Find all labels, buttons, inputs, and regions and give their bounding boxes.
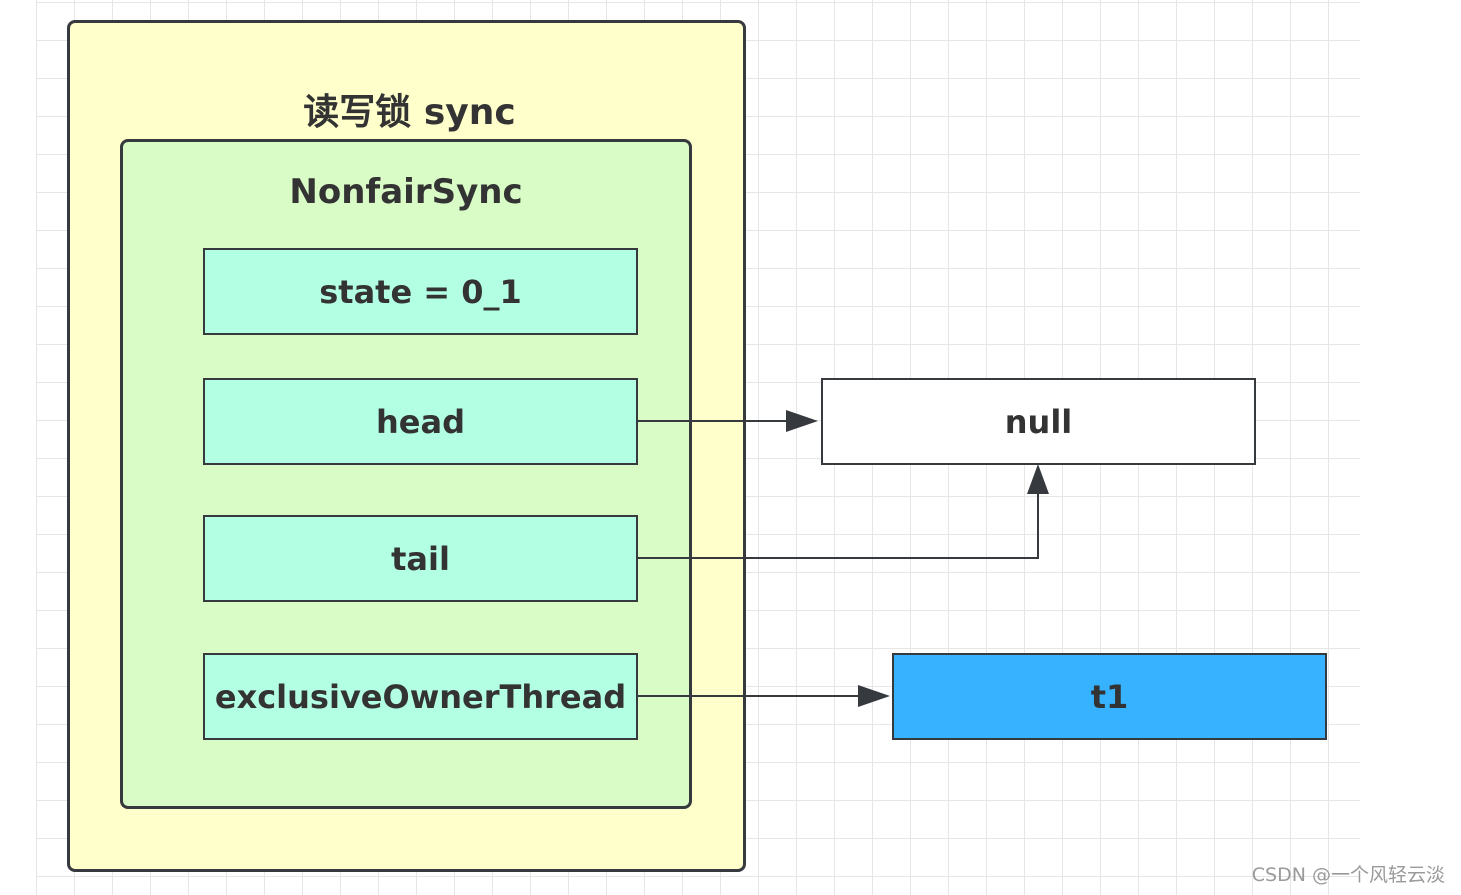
t1-node: t1 xyxy=(892,653,1327,740)
null-node: null xyxy=(821,378,1256,465)
head-field: head xyxy=(203,378,638,465)
tail-to-null-arrow xyxy=(637,464,1049,559)
head-to-null-arrow xyxy=(637,410,818,432)
state-field: state = 0_1 xyxy=(203,248,638,335)
watermark: CSDN @一个风轻云淡 xyxy=(1251,864,1445,886)
exclusive-owner-thread-field: exclusiveOwnerThread xyxy=(203,653,638,740)
sync-title: 读写锁 sync xyxy=(303,92,516,133)
nonfairsync-title: NonfairSync xyxy=(289,172,523,212)
owner-to-t1-arrow xyxy=(637,685,890,707)
tail-field: tail xyxy=(203,515,638,602)
